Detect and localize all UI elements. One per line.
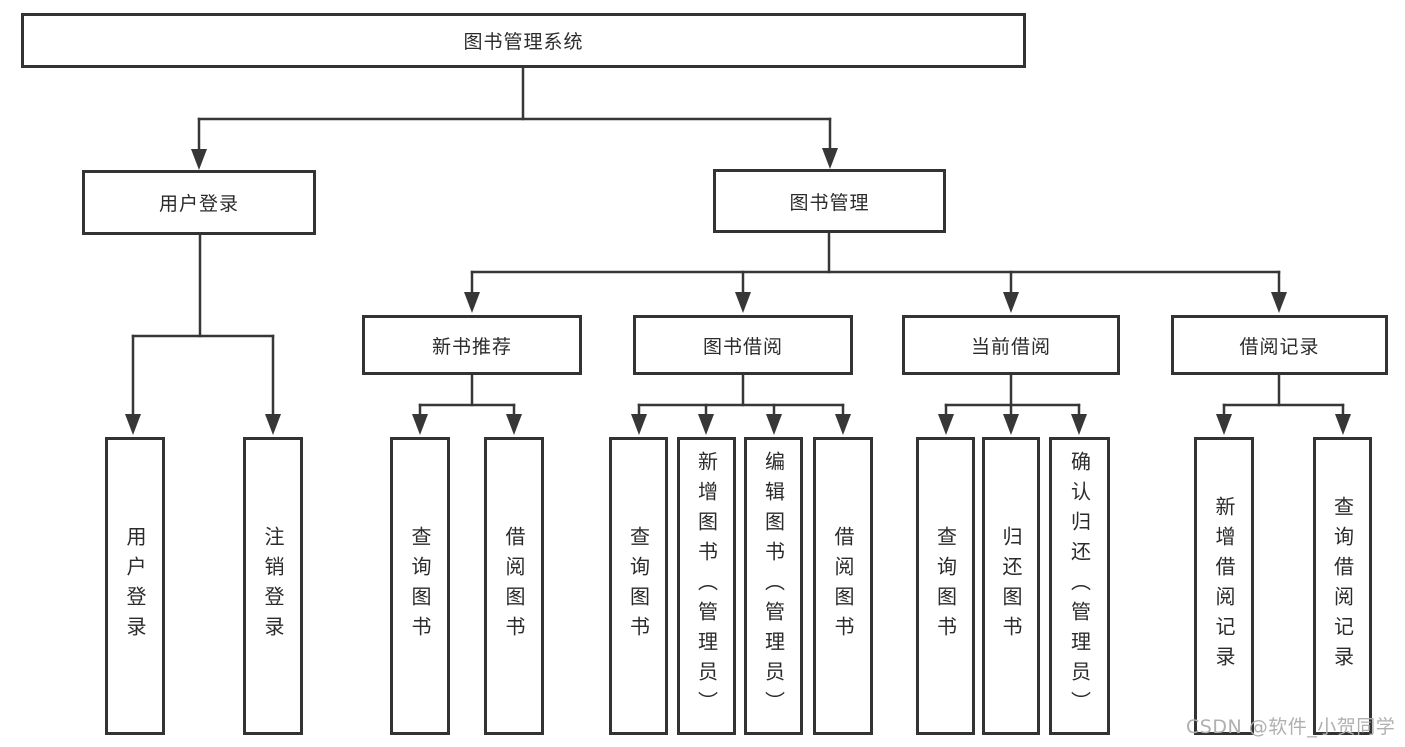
node-label: 查询图书	[933, 526, 958, 646]
node-label: 注销登录	[261, 526, 285, 646]
node-label: 查询图书	[408, 526, 432, 646]
csdn-watermark: CSDN @软件_小贺同学	[1186, 716, 1396, 738]
node-label: 用户登录	[158, 193, 239, 215]
leaf-add-book-admin: 新增图书（管理员）	[677, 437, 736, 735]
leaf-edit-book-admin: 编辑图书（管理员）	[744, 437, 803, 735]
node-user-login-branch: 用户登录	[82, 170, 316, 235]
leaf-confirm-return-admin: 确认归还（管理员）	[1049, 437, 1110, 735]
leaf-user-login: 用户登录	[105, 437, 165, 735]
node-label: 借阅记录	[1239, 335, 1320, 358]
node-label: 确认归还（管理员）	[1067, 451, 1092, 721]
leaf-add-borrow-record: 新增借阅记录	[1194, 437, 1254, 735]
node-label: 归还图书	[999, 526, 1023, 646]
node-book-management: 图书管理	[713, 169, 946, 233]
leaf-query-books-recommend: 查询图书	[390, 437, 450, 735]
leaf-query-books-current: 查询图书	[916, 437, 975, 735]
leaf-query-borrow-record: 查询借阅记录	[1313, 437, 1372, 735]
node-library-management-system: 图书管理系统	[21, 13, 1026, 68]
leaf-return-book: 归还图书	[982, 437, 1040, 735]
node-label: 编辑图书（管理员）	[761, 451, 786, 721]
node-current-borrowing: 当前借阅	[902, 315, 1120, 375]
node-label: 图书借阅	[702, 335, 783, 358]
node-label: 新增借阅记录	[1212, 496, 1236, 676]
node-label: 用户登录	[123, 526, 147, 646]
leaf-borrow-books-recommend: 借阅图书	[484, 437, 544, 735]
node-label: 图书管理	[789, 191, 870, 214]
node-book-borrowing: 图书借阅	[633, 315, 853, 375]
node-label: 借阅图书	[502, 526, 526, 646]
node-label: 借阅图书	[831, 526, 855, 646]
leaf-query-books-borrowing: 查询图书	[609, 437, 668, 735]
node-label: 查询图书	[626, 526, 651, 646]
node-borrowing-records: 借阅记录	[1171, 315, 1388, 375]
node-label: 新书推荐	[431, 335, 512, 358]
leaf-borrow-books: 借阅图书	[813, 437, 873, 735]
node-label: 新增图书（管理员）	[694, 451, 719, 721]
leaf-logout: 注销登录	[243, 437, 303, 735]
node-label: 图书管理系统	[463, 31, 584, 53]
node-new-book-recommend: 新书推荐	[362, 315, 582, 375]
node-label: 查询借阅记录	[1330, 496, 1355, 676]
node-label: 当前借阅	[970, 335, 1051, 358]
